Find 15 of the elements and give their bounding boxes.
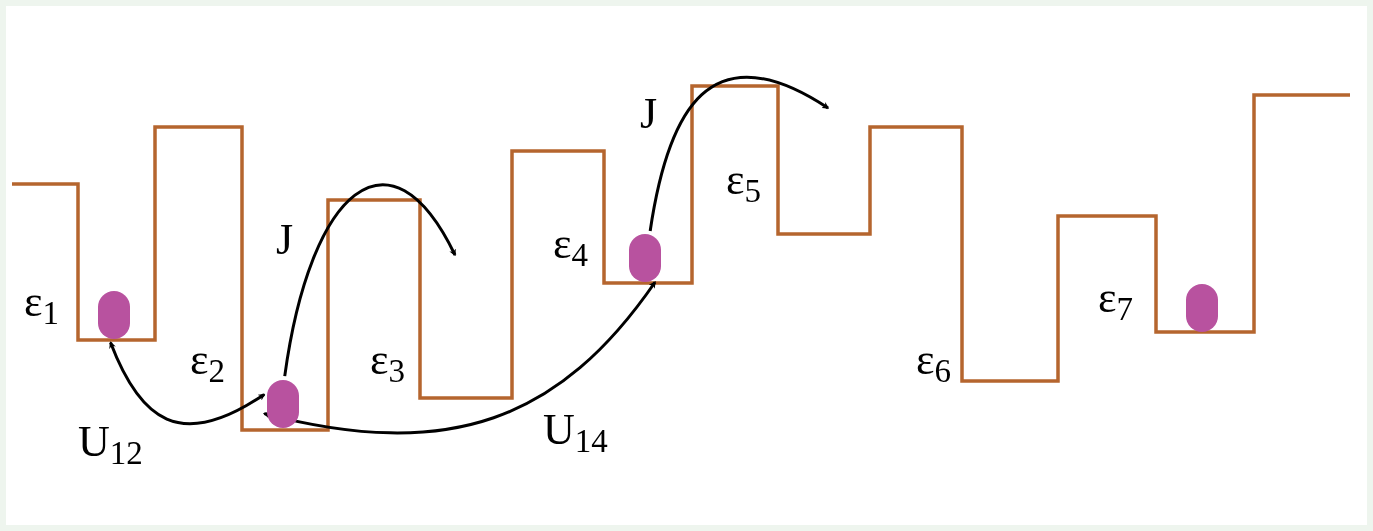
energy-level-label: ε$_{7}$ — [1098, 276, 1133, 320]
energy-level-label: ε$_{4}$ — [553, 222, 588, 266]
edge-label: U$_{12}$ — [78, 420, 143, 464]
energy-level-label: ε$_{3}$ — [370, 338, 405, 382]
energy-level-label: ε$_{5}$ — [726, 158, 761, 202]
energy-level-label: ε$_{6}$ — [916, 338, 951, 382]
energy-level-label: ε$_{2}$ — [190, 338, 225, 382]
arrow — [262, 281, 657, 435]
edge-label: U$_{14}$ — [543, 408, 608, 452]
arrow — [109, 341, 266, 426]
edge-label: J — [640, 92, 658, 136]
edge-label: J — [276, 218, 294, 262]
arrow — [283, 183, 457, 377]
energy-level-label: ε$_{1}$ — [24, 280, 59, 324]
arrow — [648, 75, 830, 232]
